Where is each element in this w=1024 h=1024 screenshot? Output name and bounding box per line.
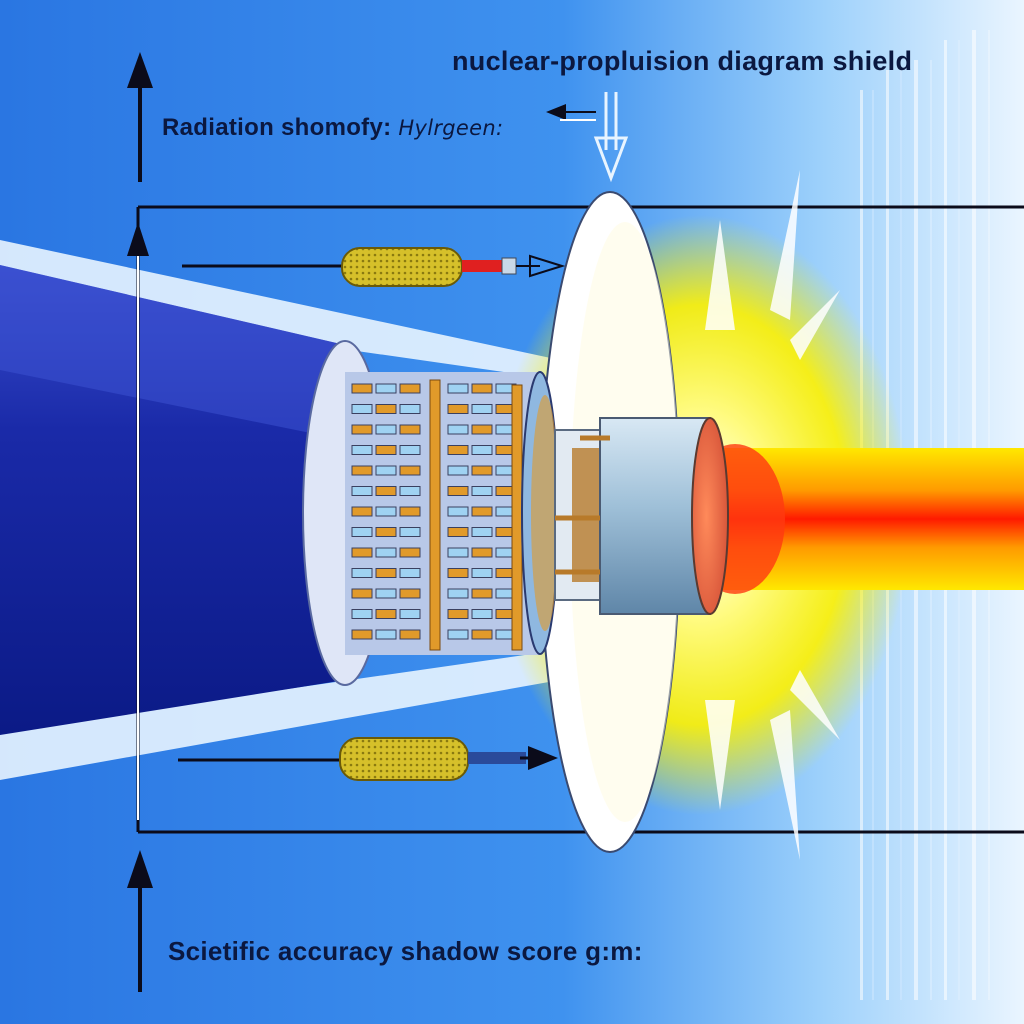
coil-bar [471, 629, 493, 640]
coil-bar [471, 486, 493, 496]
coil-bar [351, 465, 373, 476]
coil-bar [399, 629, 421, 640]
hydrogen-canister-upper [182, 247, 517, 287]
coil-bar [471, 424, 493, 435]
coil-bar [399, 609, 421, 619]
coil-bar [399, 445, 421, 455]
diagram-title: nuclear-propluision diagram shield [452, 46, 913, 76]
up-arrow-icon [127, 222, 149, 820]
coil-bar [447, 547, 469, 558]
coil-bar [471, 527, 493, 537]
radiation-label-suffix: Hylrgeen: [398, 116, 504, 140]
coil-bar [447, 588, 469, 599]
coil-bar [375, 486, 397, 496]
coil-bar [399, 568, 421, 578]
coil-bar [399, 424, 421, 435]
light-band-upper [0, 240, 560, 380]
coil-bar [471, 383, 493, 394]
coil-bar [447, 568, 469, 578]
coil-bar [399, 527, 421, 537]
coil-bar [375, 424, 397, 435]
coil-bar [351, 609, 373, 619]
hydrogen-canister-lower [178, 737, 526, 781]
accuracy-label: Scietific accuracy shadow score g:m: [168, 936, 643, 966]
coil-bar [351, 383, 373, 394]
coil-bar [471, 609, 493, 619]
reactor-coil-bars [351, 383, 517, 640]
coil-bar [399, 588, 421, 599]
coil-bar [375, 547, 397, 558]
coil-bar [399, 465, 421, 476]
coil-bar [375, 629, 397, 640]
coil-bar [399, 506, 421, 517]
coil-bar [447, 445, 469, 455]
coil-bar [471, 568, 493, 578]
coil-bar [351, 506, 373, 517]
coil-bar [351, 486, 373, 496]
coil-bar [375, 465, 397, 476]
coil-bar [447, 486, 469, 496]
coil-bar [375, 527, 397, 537]
right-arrow-icon [516, 254, 566, 278]
coil-bar [399, 547, 421, 558]
coil-bar [447, 465, 469, 476]
reactor-core [302, 340, 559, 686]
coil-bar [351, 568, 373, 578]
coil-bar [471, 445, 493, 455]
coil-bar [471, 547, 493, 558]
left-arrow-icon [546, 104, 596, 121]
coil-bar [471, 465, 493, 476]
coil-bar [351, 424, 373, 435]
coil-bar [351, 445, 373, 455]
coil-bar [351, 527, 373, 537]
coil-bar [447, 404, 469, 414]
coil-bar [375, 445, 397, 455]
coil-bar [447, 527, 469, 537]
up-arrow-icon [127, 52, 153, 182]
coil-bar [351, 404, 373, 414]
coil-bar [399, 383, 421, 394]
up-arrow-icon [127, 850, 153, 992]
radiation-label-prefix: Radiation shomofy: [162, 114, 392, 141]
coil-bar [471, 506, 493, 517]
coil-bar [447, 424, 469, 435]
coil-bar [399, 404, 421, 414]
down-arrow-icon [593, 92, 629, 183]
reactor-hub [554, 417, 729, 615]
coil-bar [399, 486, 421, 496]
coil-bar [375, 609, 397, 619]
glow-rays [705, 170, 840, 860]
coil-bar [375, 404, 397, 414]
coil-bar [375, 588, 397, 599]
radiation-label: Radiation shomofy: Hylrgeen: [162, 114, 503, 142]
coil-bar [351, 629, 373, 640]
coil-bar [471, 404, 493, 414]
coil-bar [375, 568, 397, 578]
coil-bar [447, 609, 469, 619]
coil-bar [351, 588, 373, 599]
coil-bar [471, 588, 493, 599]
coil-bar [447, 506, 469, 517]
coil-bar [351, 547, 373, 558]
nozzle-highlight [0, 265, 345, 440]
light-band-lower [0, 650, 560, 780]
coil-bar [447, 629, 469, 640]
coil-bar [447, 383, 469, 394]
coil-bar [375, 506, 397, 517]
coil-bar [375, 383, 397, 394]
right-arrow-icon [520, 746, 558, 770]
